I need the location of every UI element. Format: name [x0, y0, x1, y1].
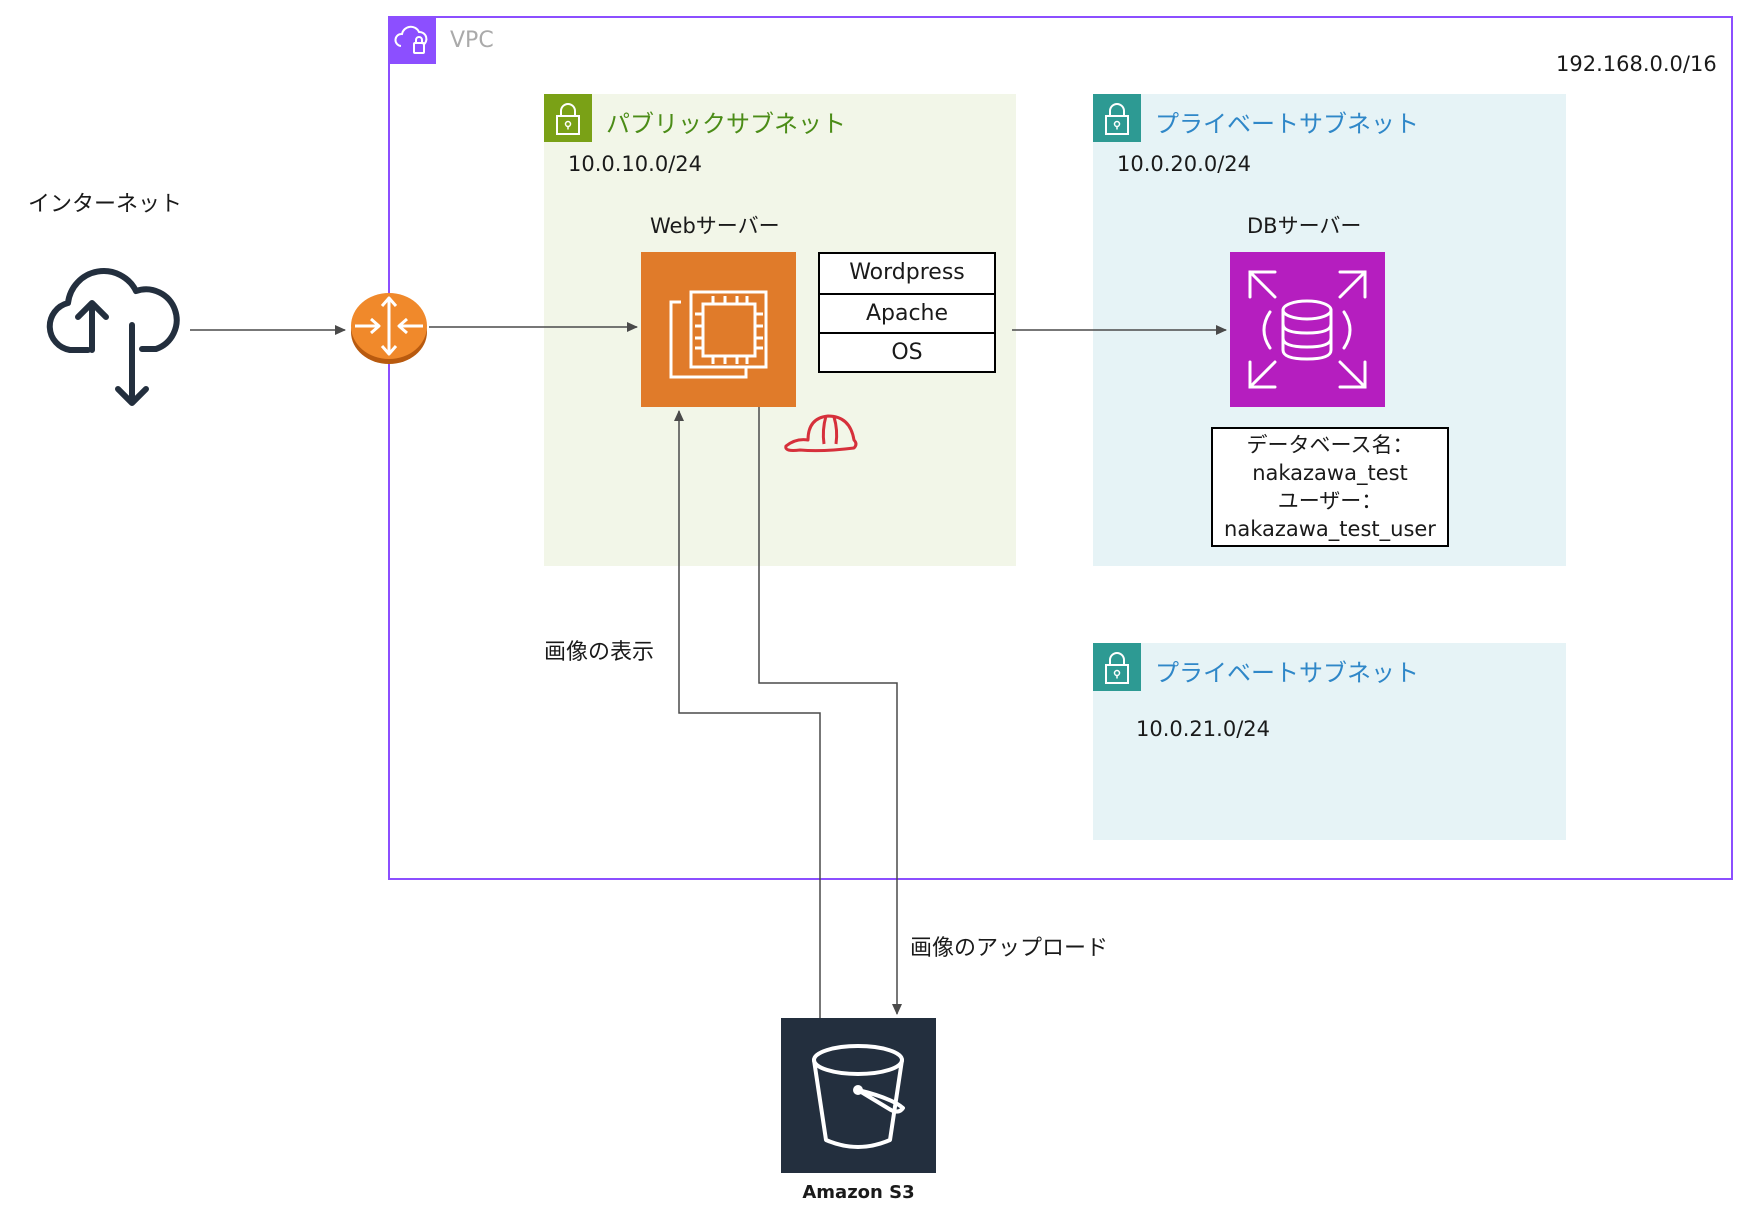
s3-label: Amazon S3: [802, 1182, 915, 1203]
public-subnet-title: パブリックサブネット: [606, 110, 846, 138]
vpc-cidr: 192.168.0.0/16: [1556, 52, 1717, 76]
db-name-value: nakazawa_test: [1252, 461, 1408, 485]
web-to-s3-connector: [758, 407, 902, 1015]
stack-layer-os: OS: [820, 332, 994, 371]
s3-to-web-connector: [674, 410, 821, 1018]
ec2-instance-icon: [641, 252, 796, 407]
web-server-label: Webサーバー: [650, 214, 780, 238]
vpc-boundary: [388, 16, 1733, 880]
public-subnet-cidr: 10.0.10.0/24: [568, 152, 702, 176]
private-subnet-title: プライベートサブネット: [1155, 659, 1419, 687]
lock-icon: [1093, 94, 1141, 142]
s3-bucket-icon: [781, 1018, 936, 1173]
db-user-label: ユーザー：: [1277, 489, 1383, 513]
db-info-box: データベース名： nakazawa_test ユーザー： nakazawa_te…: [1211, 427, 1449, 547]
private-subnet-secondary: [1093, 643, 1566, 840]
vpc-label: VPC: [450, 28, 494, 53]
lock-icon: [544, 94, 592, 142]
private-subnet-title: プライベートサブネット: [1155, 110, 1419, 138]
software-stack: Wordpress Apache OS: [818, 252, 996, 373]
db-name-label: データベース名：: [1246, 433, 1414, 457]
private-subnet-cidr: 10.0.20.0/24: [1117, 152, 1251, 176]
display-images-label: 画像の表示: [544, 640, 655, 665]
vpc-cloud-icon: [388, 16, 436, 64]
rds-database-icon: [1230, 252, 1385, 407]
internet-label: インターネット: [28, 192, 183, 217]
router-icon: [349, 288, 429, 368]
upload-images-label: 画像のアップロード: [910, 936, 1109, 961]
lock-icon: [1093, 643, 1141, 691]
stack-layer-app: Wordpress: [849, 260, 965, 285]
db-server-label: DBサーバー: [1247, 214, 1362, 238]
db-user-value: nakazawa_test_user: [1224, 517, 1436, 541]
internet-cloud-icon: [30, 255, 190, 415]
stack-layer-web: Apache: [820, 293, 994, 332]
private-subnet-cidr: 10.0.21.0/24: [1136, 717, 1270, 741]
hard-hat-icon: [778, 408, 868, 458]
